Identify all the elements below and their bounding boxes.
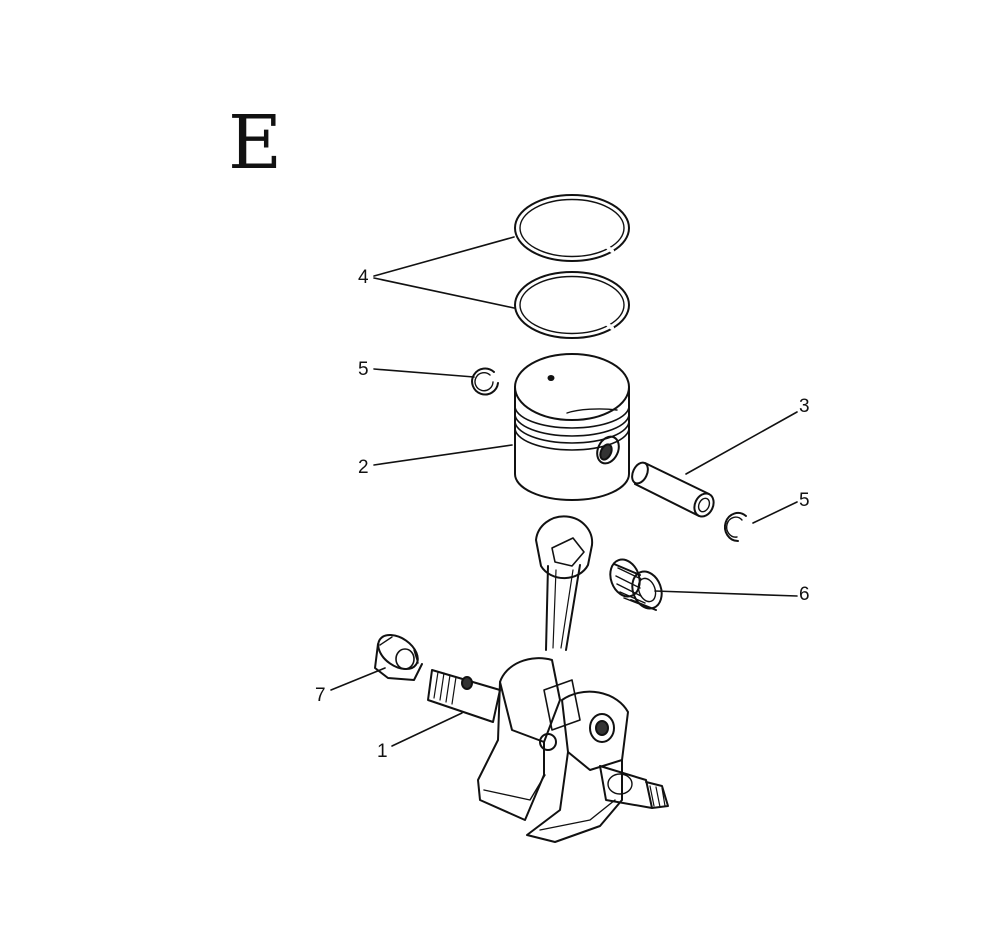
leader-lines <box>330 236 798 747</box>
section-letter: E <box>228 100 283 186</box>
piston-ring-upper <box>514 194 630 262</box>
callout-7: 7 <box>315 685 326 706</box>
leader-2 <box>373 444 513 466</box>
piston-pin <box>631 461 715 518</box>
leader-5-left <box>373 368 475 378</box>
leader-7 <box>330 667 386 691</box>
callout-2: 2 <box>358 457 369 478</box>
callout-5-left: 5 <box>358 359 369 380</box>
circlip-left <box>471 367 499 396</box>
leader-6 <box>654 590 798 597</box>
piston <box>514 353 630 501</box>
callout-4: 4 <box>358 267 369 288</box>
leader-4-upper <box>373 236 515 277</box>
leader-5-right <box>752 501 798 524</box>
callout-6: 6 <box>799 584 810 605</box>
piston-ring-lower <box>514 271 630 339</box>
leader-3 <box>685 411 798 475</box>
needle-bearing <box>609 558 663 611</box>
callout-1: 1 <box>377 741 388 762</box>
circlip-right <box>724 512 747 543</box>
leader-4-lower <box>373 277 515 309</box>
callout-3: 3 <box>799 396 810 417</box>
crankshaft-assembly <box>427 515 669 843</box>
leader-1 <box>391 712 463 747</box>
flange-nut <box>374 633 423 681</box>
callout-5-right: 5 <box>799 490 810 511</box>
